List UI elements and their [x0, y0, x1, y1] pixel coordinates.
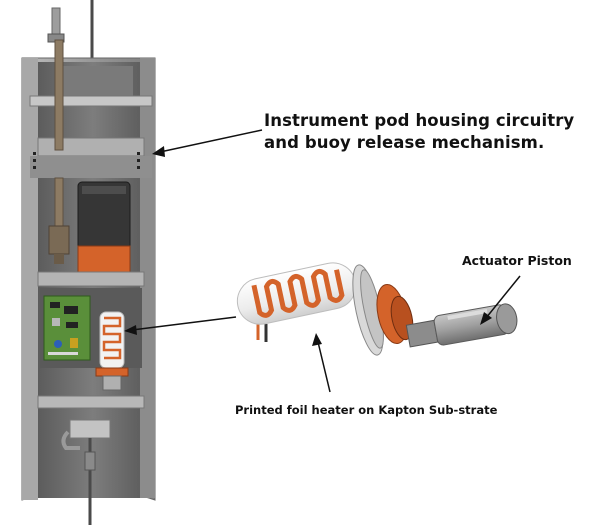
top-pin [47, 7, 65, 43]
threaded-rod [48, 39, 70, 264]
battery [77, 181, 131, 273]
pointer-arrow-heater [312, 333, 331, 393]
heater-actuator-assembly [236, 262, 518, 356]
small-heater [95, 311, 129, 391]
top-plate [29, 95, 153, 178]
heater-label: Printed foil heater on Kapton Sub-strate [235, 403, 498, 417]
circuit-board [43, 295, 91, 361]
bottom-plate [37, 395, 145, 450]
pointer-arrow-heater-to-housing [124, 316, 237, 335]
pod-housing-label: Instrument pod housing circuitry and buo… [264, 111, 575, 152]
actuator-piston-label: Actuator Piston [462, 253, 572, 268]
pointer-arrow-actuator [480, 275, 521, 325]
pointer-arrow-housing [152, 129, 263, 157]
bottom-cable [84, 438, 96, 525]
